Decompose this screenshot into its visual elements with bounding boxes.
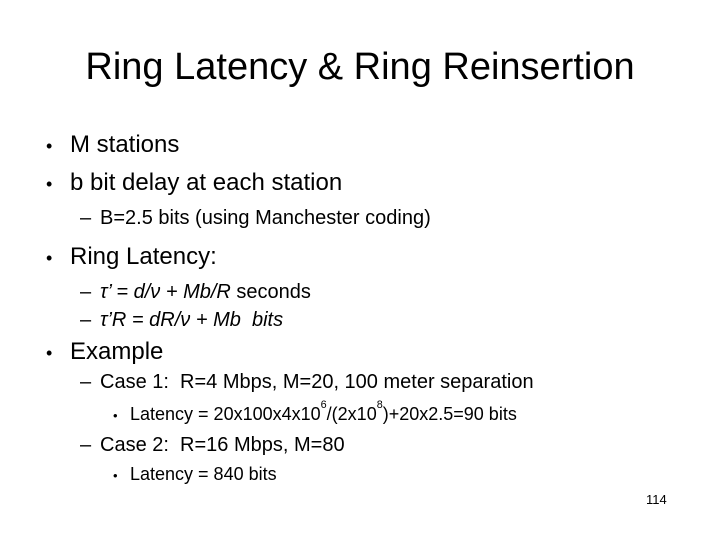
sub-bullet-b-value: – B=2.5 bits (using Manchester coding): [0, 206, 700, 230]
bullet-example: • Example: [0, 338, 700, 367]
bullet-m-stations: • M stations: [0, 131, 700, 160]
sub-bullet-formula-bits: – τ’R = dR/ν + Mb bits: [0, 308, 700, 332]
calc-segment: Latency = 20x100x4x10: [130, 404, 321, 424]
bullet-text: Ring Latency:: [70, 243, 217, 270]
exponent: 6: [320, 399, 327, 412]
latency-calculation: Latency = 20x100x4x106/(2x108)+20x2.5=90…: [130, 399, 517, 425]
formula-text: τ’R = dR/ν + Mb bits: [100, 308, 283, 332]
bullet-icon: •: [46, 343, 53, 363]
page-number: 114: [646, 492, 667, 507]
bullet-icon: •: [46, 248, 53, 268]
formula-expression: τ’ = d/ν + Mb/R: [100, 281, 231, 303]
slide-title: Ring Latency & Ring Reinsertion: [85, 46, 635, 88]
exponent: 8: [376, 399, 383, 412]
bullet-b-bit-delay: • b bit delay at each station: [0, 169, 700, 198]
bullet-icon: •: [113, 468, 118, 483]
bullet-text: Example: [70, 338, 164, 365]
bullet-ring-latency: • Ring Latency:: [0, 243, 700, 272]
calc-segment: )+20x2.5=90 bits: [382, 404, 517, 424]
sub-sub-bullet-case1-latency: • Latency = 20x100x4x106/(2x108)+20x2.5=…: [0, 399, 700, 426]
formula-expression: τ’R = dR/ν + Mb bits: [100, 309, 284, 331]
dash-icon: –: [80, 434, 92, 456]
sub-bullet-text: Case 2: R=16 Mbps, M=80: [100, 434, 345, 456]
bullet-icon: •: [46, 136, 53, 156]
calc-segment: /(2x10: [326, 404, 377, 424]
formula-text: τ’ = d/ν + Mb/R seconds: [100, 280, 311, 304]
sub-sub-bullet-case2-latency: • Latency = 840 bits: [0, 464, 700, 486]
sub-bullet-text: Case 1: R=4 Mbps, M=20, 100 meter separa…: [100, 371, 534, 393]
formula-unit: seconds: [230, 281, 311, 303]
bullet-icon: •: [46, 174, 53, 194]
sub-bullet-formula-seconds: – τ’ = d/ν + Mb/R seconds: [0, 280, 700, 304]
sub-bullet-case2: – Case 2: R=16 Mbps, M=80: [0, 433, 700, 457]
sub-bullet-case1: – Case 1: R=4 Mbps, M=20, 100 meter sepa…: [0, 370, 700, 394]
latency-value: Latency = 840 bits: [130, 464, 277, 484]
bullet-text: M stations: [70, 131, 180, 158]
dash-icon: –: [80, 281, 92, 303]
slide-body: • M stations • b bit delay at each stati…: [0, 131, 700, 486]
sub-bullet-text: B=2.5 bits (using Manchester coding): [100, 207, 431, 229]
bullet-text: b bit delay at each station: [70, 169, 343, 196]
dash-icon: –: [80, 207, 92, 229]
dash-icon: –: [80, 309, 92, 331]
bullet-icon: •: [113, 408, 118, 423]
dash-icon: –: [80, 371, 92, 393]
